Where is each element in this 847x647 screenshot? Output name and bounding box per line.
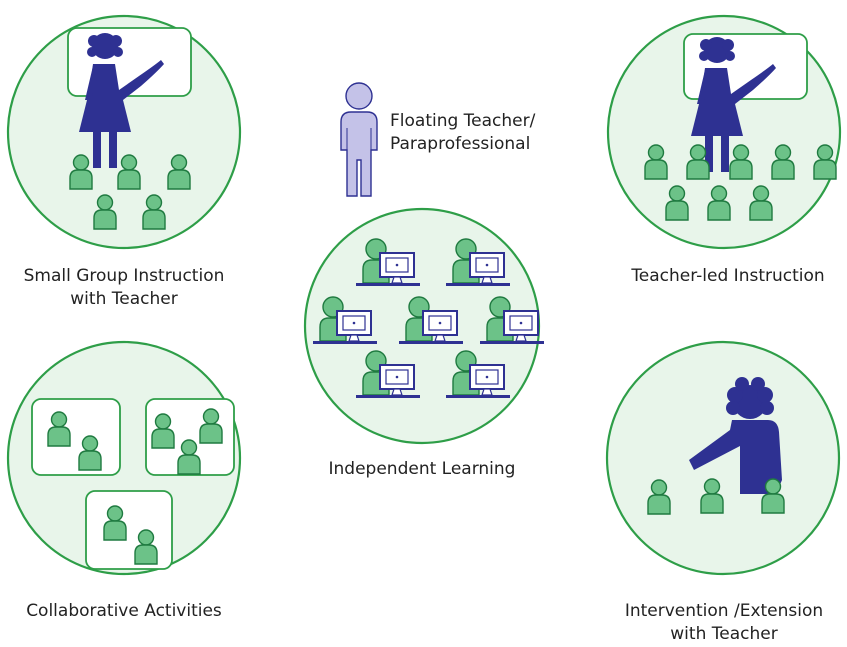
group-table	[31, 398, 121, 476]
teacher-led-station	[606, 14, 842, 250]
student-icon	[78, 435, 102, 471]
student-icon	[729, 144, 753, 180]
collaborative-station	[6, 340, 242, 576]
student-icon	[647, 479, 671, 515]
group-table	[85, 490, 173, 570]
floating-teacher-label: Floating Teacher/ Paraprofessional	[390, 110, 580, 156]
floating-teacher-icon	[340, 82, 378, 197]
small-group-label-line2: with Teacher	[70, 289, 178, 309]
intervention-station	[605, 340, 841, 576]
teacher-icon	[689, 377, 782, 494]
student-icon	[142, 194, 166, 230]
small-group-label: Small Group Instruction with Teacher	[6, 265, 242, 311]
student-icon	[700, 478, 724, 514]
student-icon	[813, 144, 837, 180]
intervention-label-line2: with Teacher	[670, 624, 778, 644]
student-icon	[103, 505, 127, 541]
student-icon	[167, 154, 191, 190]
intervention-label: Intervention /Extension with Teacher	[602, 600, 846, 646]
independent-learning-station	[303, 207, 545, 445]
student-icon	[686, 144, 710, 180]
floating-teacher-label-line2: Paraprofessional	[390, 134, 531, 154]
student-icon	[199, 408, 223, 444]
intervention-label-line1: Intervention /Extension	[624, 601, 824, 621]
student-icon	[69, 154, 93, 190]
student-icon	[134, 529, 158, 565]
student-icon	[151, 413, 175, 449]
student-icon	[707, 185, 731, 221]
student-icon	[761, 478, 785, 514]
station-circle	[605, 340, 841, 576]
student-icon	[117, 154, 141, 190]
student-icon	[177, 439, 201, 475]
student-icon	[644, 144, 668, 180]
teacher-led-label: Teacher-led Instruction	[631, 266, 825, 286]
small-group-label-line1: Small Group Instruction	[23, 266, 225, 286]
student-icon	[749, 185, 773, 221]
student-icon	[665, 185, 689, 221]
student-icon	[93, 194, 117, 230]
collaborative-label: Collaborative Activities	[26, 601, 222, 621]
independent-learning-label: Independent Learning	[328, 459, 516, 479]
floating-teacher-label-line1: Floating Teacher/	[390, 111, 536, 131]
student-icon	[47, 411, 71, 447]
student-icon	[771, 144, 795, 180]
small-group-station	[6, 14, 242, 250]
